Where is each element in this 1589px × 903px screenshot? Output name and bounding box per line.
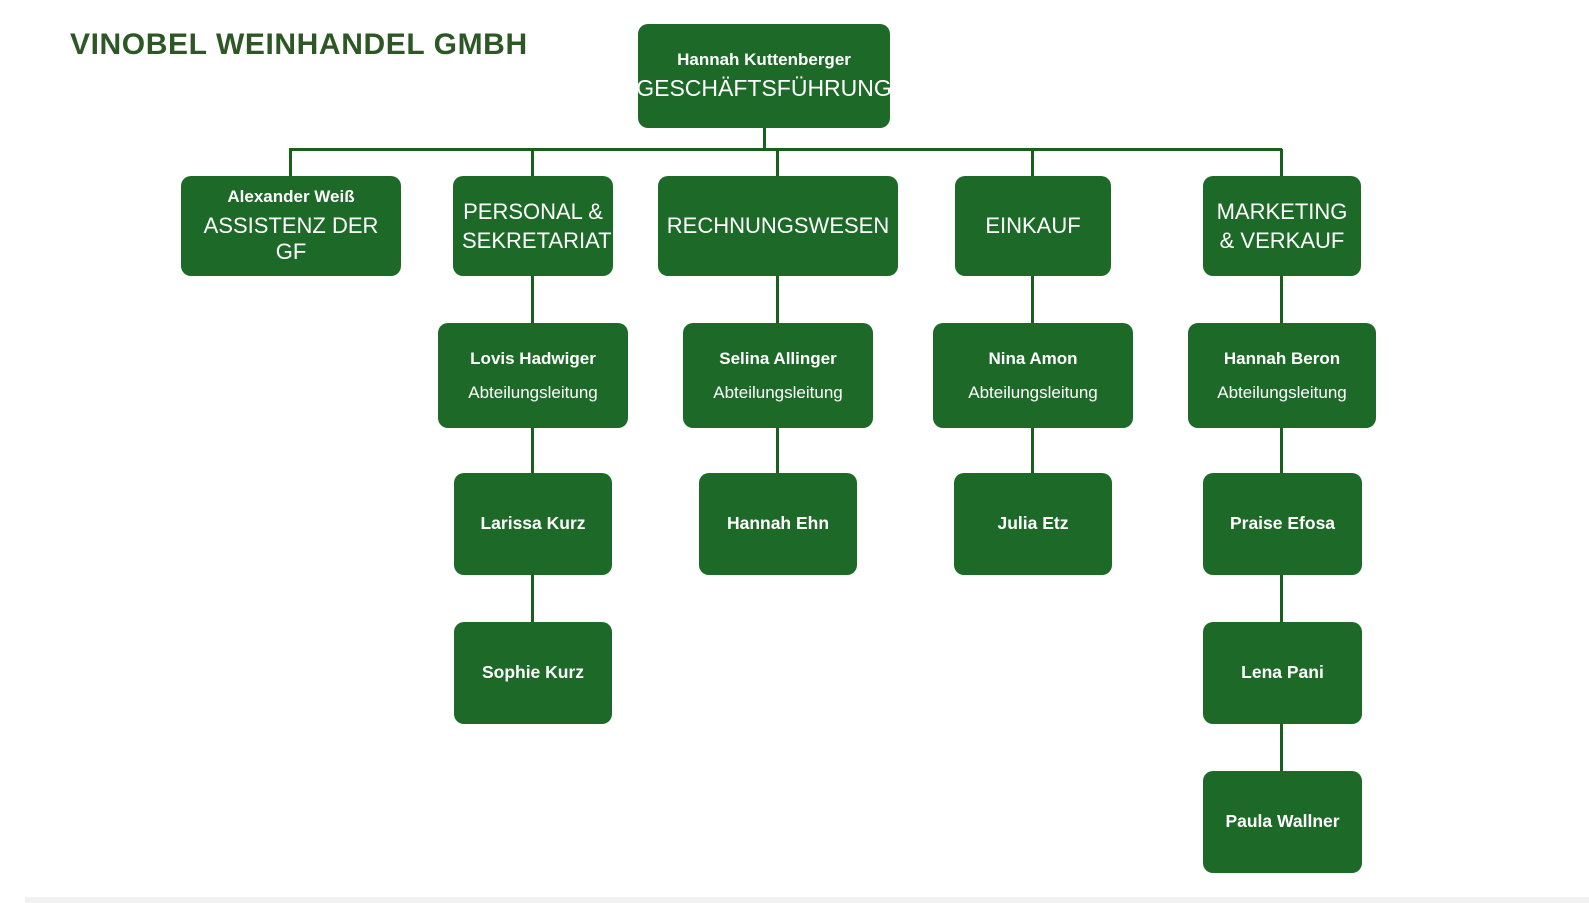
dept-label: RECHNUNGSWESEN	[666, 213, 890, 239]
node-dept-rechnungswesen: RECHNUNGSWESEN	[658, 176, 898, 276]
node-role: ASSISTENZ DER GF	[203, 212, 379, 265]
connector-stub-rechnungswesen	[776, 149, 779, 176]
dept-label: MARKETING & VERKAUF	[1216, 198, 1348, 253]
connector-stub-marketing	[1280, 149, 1283, 176]
company-title: VINOBEL WEINHANDEL GMBH	[70, 28, 528, 61]
connector-lead-hannah-ehn	[776, 428, 779, 473]
node-member-julia-etz: Julia Etz	[954, 473, 1112, 575]
node-role: Abteilungsleitung	[968, 383, 1098, 403]
connector-stub-personal	[531, 149, 534, 176]
connector-lead-julia	[1031, 428, 1034, 473]
node-lead-einkauf: Nina Amon Abteilungsleitung	[933, 323, 1133, 428]
node-name: Lena Pani	[1241, 662, 1324, 683]
node-lead-rechnungswesen: Selina Allinger Abteilungsleitung	[683, 323, 873, 428]
connector-lead-larissa	[531, 428, 534, 473]
node-dept-marketing-verkauf: MARKETING & VERKAUF	[1203, 176, 1361, 276]
node-geschaeftsfuehrung: Hannah Kuttenberger GESCHÄFTSFÜHRUNG	[636, 24, 892, 128]
bottom-edge-bar	[25, 897, 1589, 903]
node-name: Selina Allinger	[719, 348, 837, 368]
connector-marketing-lead	[1280, 276, 1283, 323]
node-member-sophie-kurz: Sophie Kurz	[454, 622, 612, 724]
node-member-larissa-kurz: Larissa Kurz	[454, 473, 612, 575]
connector-einkauf-lead	[1031, 276, 1034, 323]
connector-stub-einkauf	[1031, 149, 1034, 176]
dept-label: PERSONAL & SEKRETARIAT	[462, 198, 612, 253]
connector-lena-paula	[1280, 724, 1283, 771]
dept-label: EINKAUF	[985, 213, 1081, 239]
node-dept-einkauf: EINKAUF	[955, 176, 1111, 276]
connector-personal-lead	[531, 276, 534, 323]
node-member-praise-efosa: Praise Efosa	[1203, 473, 1362, 575]
node-role: GESCHÄFTSFÜHRUNG	[636, 75, 892, 102]
node-name: Praise Efosa	[1229, 513, 1336, 534]
node-role: Abteilungsleitung	[713, 383, 843, 403]
node-name: Hannah Beron	[1223, 348, 1341, 368]
connector-level1-rail	[289, 148, 1282, 151]
node-assistenz-der-gf: Alexander Weiß ASSISTENZ DER GF	[181, 176, 401, 276]
node-dept-personal-sekretariat: PERSONAL & SEKRETARIAT	[453, 176, 613, 276]
node-member-paula-wallner: Paula Wallner	[1203, 771, 1362, 873]
node-role: Abteilungsleitung	[1217, 383, 1347, 403]
node-lead-personal: Lovis Hadwiger Abteilungsleitung	[438, 323, 628, 428]
node-name: Alexander Weiß	[227, 187, 355, 207]
node-name: Sophie Kurz	[481, 662, 585, 683]
node-name: Lovis Hadwiger	[470, 348, 596, 368]
node-lead-marketing: Hannah Beron Abteilungsleitung	[1188, 323, 1376, 428]
node-role: Abteilungsleitung	[468, 383, 598, 403]
connector-stub-assistant	[289, 149, 292, 176]
connector-root-stub	[763, 128, 766, 151]
node-member-lena-pani: Lena Pani	[1203, 622, 1362, 724]
node-name: Hannah Kuttenberger	[677, 50, 851, 70]
connector-larissa-sophie	[531, 575, 534, 622]
connector-praise-lena	[1280, 575, 1283, 622]
node-name: Larissa Kurz	[480, 513, 586, 534]
connector-lead-praise	[1280, 428, 1283, 473]
node-name: Paula Wallner	[1225, 811, 1340, 832]
node-name: Nina Amon	[988, 348, 1078, 368]
node-member-hannah-ehn: Hannah Ehn	[699, 473, 857, 575]
connector-rechnungswesen-lead	[776, 276, 779, 323]
node-name: Julia Etz	[997, 513, 1069, 534]
node-name: Hannah Ehn	[726, 513, 830, 534]
